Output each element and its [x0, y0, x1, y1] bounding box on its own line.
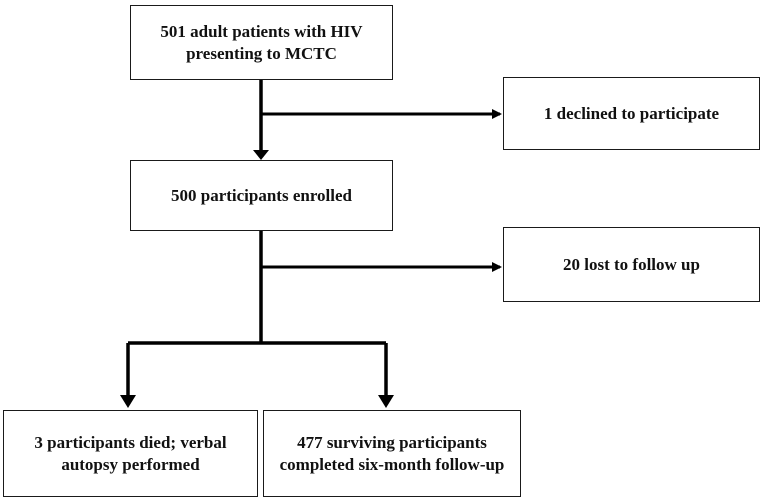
screened-label: 501 adult patients with HIV presenting t… [160, 21, 363, 63]
enrolled-label: 500 participants enrolled [170, 185, 353, 205]
box-lost-to-follow-up: 20 lost to follow up [503, 227, 760, 302]
declined-label: 1 declined to participate [543, 103, 720, 123]
box-enrolled: 500 participants enrolled [130, 160, 393, 231]
lost-label: 20 lost to follow up [563, 254, 700, 274]
arrowhead-to-completed [378, 395, 394, 408]
arrowhead-to-died [120, 395, 136, 408]
arrowhead-to-enrolled [253, 150, 269, 160]
completed-label: 477 surviving participants completed six… [279, 432, 505, 474]
box-completed-follow-up: 477 surviving participants completed six… [263, 410, 521, 497]
box-declined: 1 declined to participate [503, 77, 760, 150]
died-label: 3 participants died; verbal autopsy perf… [34, 432, 227, 474]
box-died-verbal-autopsy: 3 participants died; verbal autopsy perf… [3, 410, 258, 497]
box-screened-patients: 501 adult patients with HIV presenting t… [130, 5, 393, 80]
